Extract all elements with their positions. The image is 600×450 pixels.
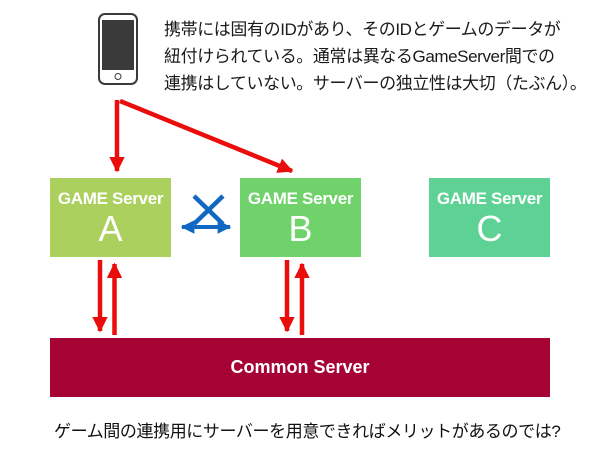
top-annotation-line3: 連携はしていない。サーバーの独立性は大切（たぶん）。 bbox=[164, 74, 587, 93]
top-annotation-line2: 紐付けられている。通常は異なるGameServer間での bbox=[164, 47, 555, 66]
game-server-b-box: GAME Server B bbox=[240, 178, 361, 257]
server-c-label: GAME Server bbox=[436, 189, 543, 208]
no-link-cross-icon bbox=[192, 194, 225, 226]
common-server-box: Common Server bbox=[50, 338, 550, 397]
smartphone-screen bbox=[102, 20, 134, 70]
common-server-label: Common Server bbox=[230, 357, 370, 377]
top-annotation-line1: 携帯には固有のIDがあり、そのIDとゲームのデータが bbox=[164, 20, 561, 39]
smartphone-icon bbox=[98, 13, 138, 85]
smartphone-home-button-icon bbox=[114, 73, 122, 80]
arrow-phone-to-server-b bbox=[119, 98, 294, 174]
bottom-caption: ゲーム間の連携用にサーバーを用意できればメリットがあるのでは? bbox=[54, 422, 561, 441]
top-annotation: 携帯には固有のIDがあり、そのIDとゲームのデータが 紐付けられている。通常は異… bbox=[164, 16, 587, 97]
server-a-label: GAME Server bbox=[57, 189, 164, 208]
game-server-c-box: GAME Server C bbox=[429, 178, 550, 257]
game-server-a-box: GAME Server A bbox=[50, 178, 171, 257]
server-a-letter: A bbox=[98, 208, 123, 249]
server-b-label: GAME Server bbox=[247, 189, 354, 208]
server-c-letter: C bbox=[476, 208, 503, 249]
server-b-letter: B bbox=[288, 208, 313, 249]
